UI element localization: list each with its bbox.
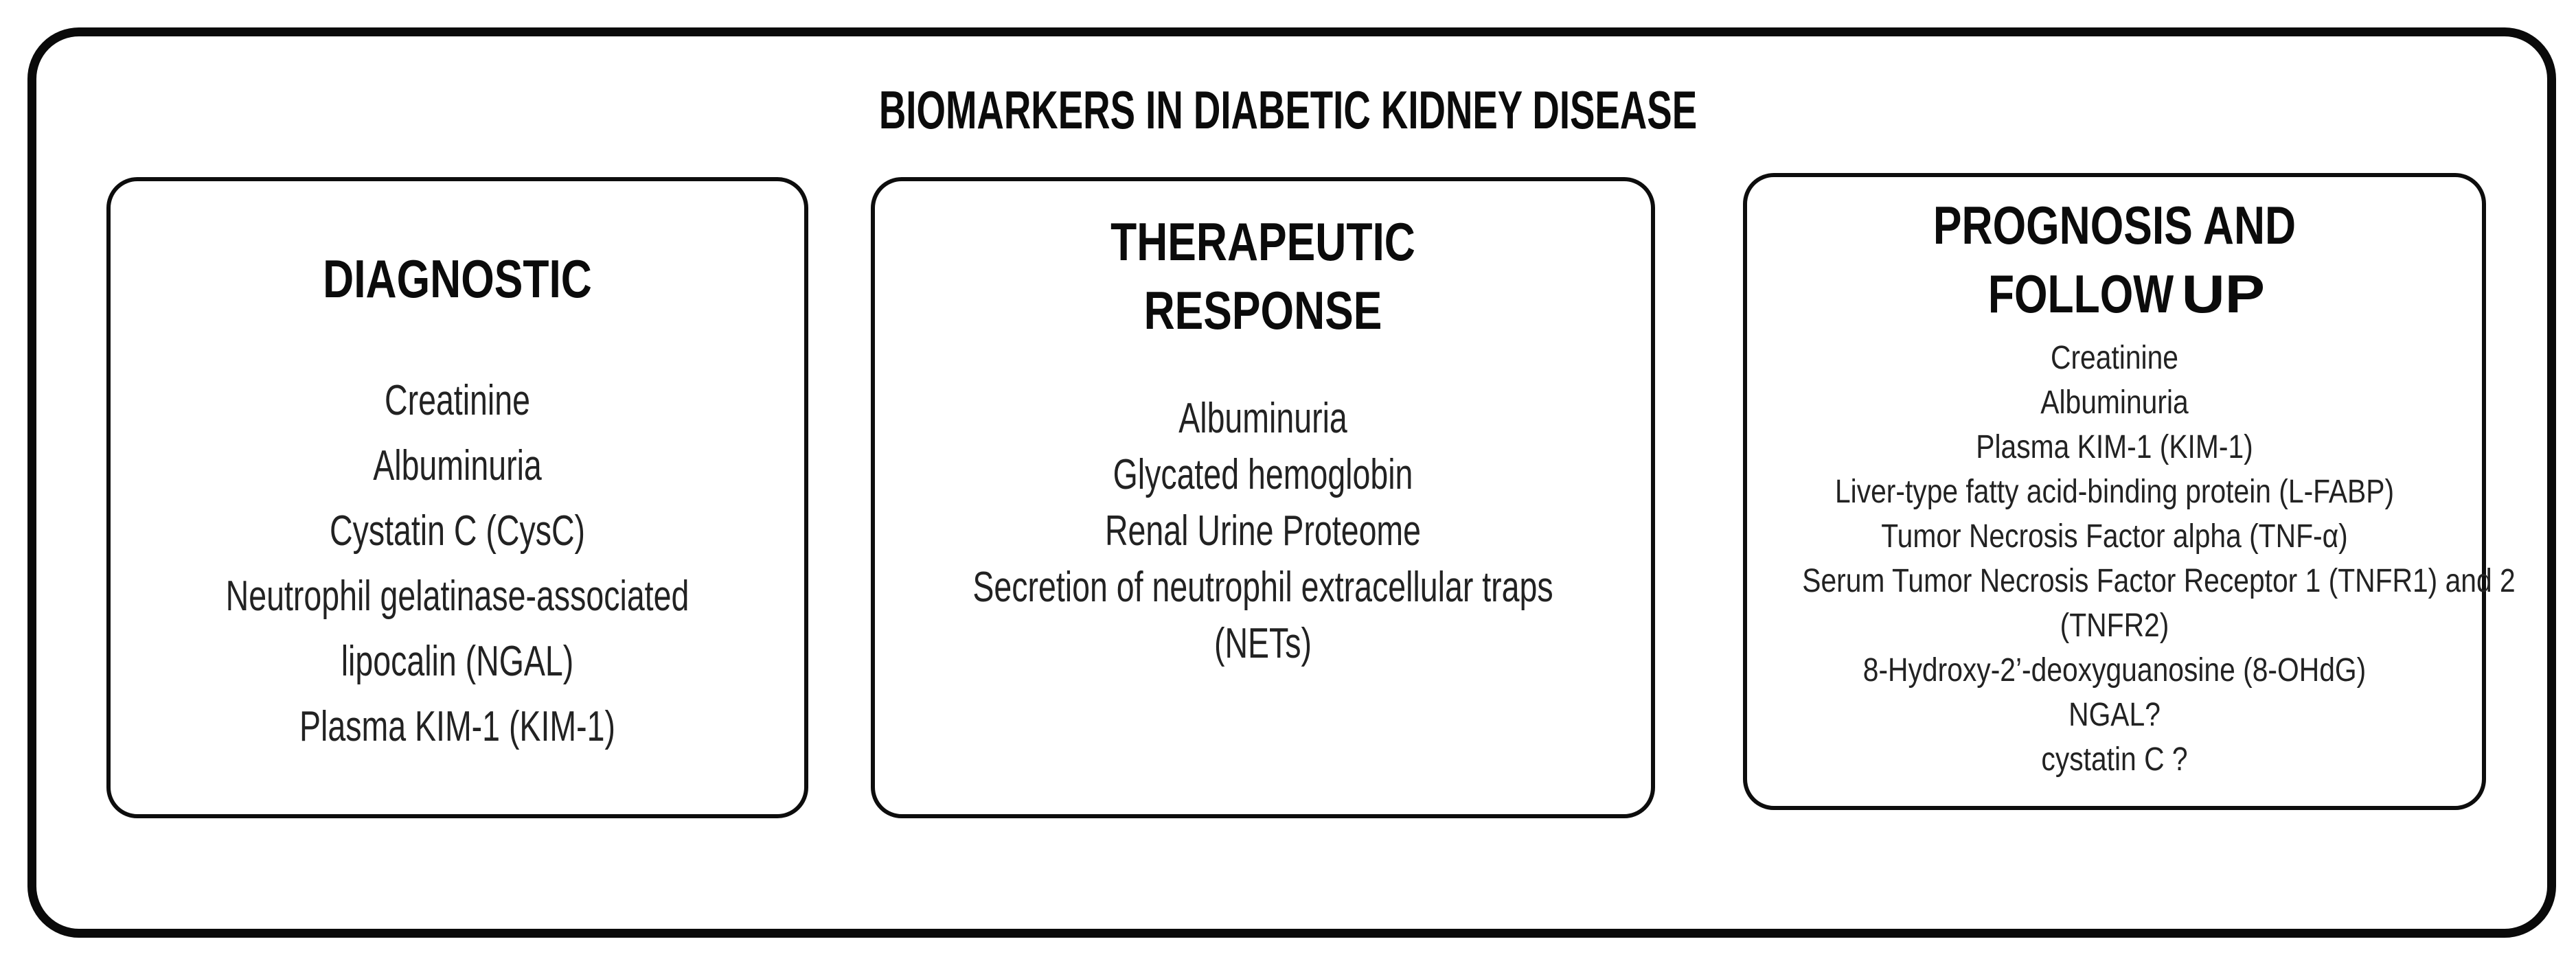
therapeutic-response-box: THERAPEUTIC RESPONSE Albuminuria Glycate… bbox=[871, 177, 1655, 818]
biomarker-line: Albuminuria bbox=[373, 442, 542, 489]
biomarker-line: NGAL? bbox=[2068, 697, 2161, 733]
therapeutic-biomarker-list: Albuminuria Glycated hemoglobin Renal Ur… bbox=[972, 391, 1554, 672]
biomarker-line: Renal Urine Proteome bbox=[1104, 507, 1422, 555]
biomarker-line: Cystatin C (CysC) bbox=[329, 507, 586, 555]
therapeutic-response-box-title: THERAPEUTIC RESPONSE bbox=[953, 207, 1573, 345]
prognosis-biomarker-list: Creatinine Albuminuria Plasma KIM-1 (KIM… bbox=[1802, 336, 2516, 782]
biomarker-line: Serum Tumor Necrosis Factor Receptor 1 (… bbox=[1802, 563, 2516, 599]
biomarker-line: Albuminuria bbox=[1178, 395, 1347, 442]
figure-title: BIOMARKERS IN DIABETIC KIDNEY DISEASE bbox=[878, 80, 1698, 140]
biomarker-line: (NETs) bbox=[1213, 620, 1312, 667]
box-title-line: RESPONSE bbox=[1143, 280, 1382, 340]
biomarker-line: cystatin C ? bbox=[2041, 741, 2188, 778]
biomarker-line: lipocalin (NGAL) bbox=[341, 638, 574, 685]
biomarker-line: Glycated hemoglobin bbox=[1113, 451, 1413, 498]
biomarker-line: (TNFR2) bbox=[2060, 608, 2169, 644]
diagnostic-box: DIAGNOSTIC Creatinine Albuminuria Cystat… bbox=[106, 177, 808, 818]
diagnostic-biomarker-list: Creatinine Albuminuria Cystatin C (CysC)… bbox=[197, 368, 718, 759]
biomarker-line: Secretion of neutrophil extracellular tr… bbox=[972, 564, 1553, 611]
follow-word: FOLLOW bbox=[1987, 264, 2174, 324]
biomarker-line: Plasma KIM-1 (KIM-1) bbox=[1976, 429, 2253, 465]
biomarker-line: Tumor Necrosis Factor alpha (TNF-α) bbox=[1881, 518, 2348, 555]
biomarker-line: Liver-type fatty acid-binding protein (L… bbox=[1834, 474, 2395, 510]
biomarker-line: 8-Hydroxy-2’-deoxyguanosine (8-OHdG) bbox=[1862, 652, 2367, 689]
outer-frame bbox=[27, 27, 2556, 938]
biomarker-line: Creatinine bbox=[385, 377, 530, 424]
biomarker-line: Plasma KIM-1 (KIM-1) bbox=[299, 703, 615, 750]
biomarker-line: Albuminuria bbox=[2040, 384, 2189, 421]
biomarker-line: Creatinine bbox=[2051, 340, 2178, 376]
diagnostic-box-title: DIAGNOSTIC bbox=[323, 249, 592, 309]
box-title-line: THERAPEUTIC bbox=[1110, 211, 1415, 272]
up-word: UP bbox=[2181, 264, 2265, 324]
box-title-line: PROGNOSIS AND bbox=[1933, 195, 2296, 255]
biomarker-line: Neutrophil gelatinase-associated bbox=[225, 573, 689, 620]
